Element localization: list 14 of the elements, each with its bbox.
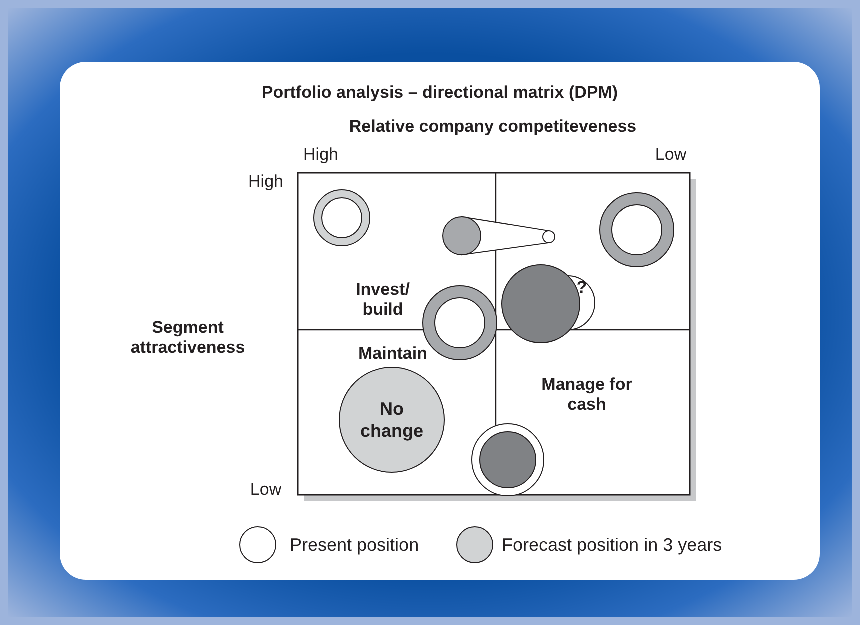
axis-tick-label: Low xyxy=(250,480,282,500)
question-mark: ? xyxy=(576,278,588,298)
axis-title: Segment attractiveness xyxy=(130,318,246,358)
bubble-label: No change xyxy=(359,398,425,442)
axis-tick-label: Low xyxy=(655,145,687,165)
quadrant-label: Maintain xyxy=(358,344,428,364)
chart-title: Portfolio analysis – directional matrix (DPM) xyxy=(260,83,620,103)
axis-tick-label: High xyxy=(248,172,284,192)
legend-label: Forecast position in 3 years xyxy=(502,535,722,555)
axis-tick-label: High xyxy=(304,145,338,165)
legend-label: Present position xyxy=(290,535,420,555)
quadrant-label: Manage for cash xyxy=(540,375,634,415)
axis-title: Relative company competiteveness xyxy=(348,117,638,137)
quadrant-label: Invest/ build xyxy=(355,280,411,320)
